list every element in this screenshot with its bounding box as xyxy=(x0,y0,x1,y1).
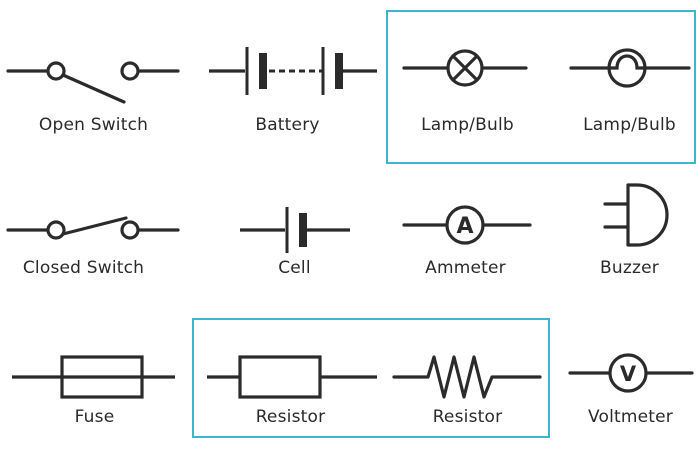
resistor-zigzag-icon xyxy=(392,355,542,399)
symbol-lamp-cross: Lamp/Bulb xyxy=(398,0,573,150)
symbol-label: Battery xyxy=(255,115,320,135)
voltmeter-letter: V xyxy=(620,362,637,386)
symbol-label: Lamp/Bulb xyxy=(421,115,514,135)
voltmeter-icon: V xyxy=(568,353,694,393)
symbol-label: Resistor xyxy=(255,407,326,427)
lamp-filament-icon xyxy=(569,48,691,88)
symbol-label: Fuse xyxy=(74,407,115,427)
symbol-cell: Cell xyxy=(205,155,380,305)
resistor-box-icon xyxy=(207,355,377,399)
symbol-label: Ammeter xyxy=(425,258,506,278)
symbol-lamp-filament: Lamp/Bulb xyxy=(565,0,700,150)
symbol-label: Cell xyxy=(278,258,311,278)
symbol-label: Open Switch xyxy=(38,115,149,135)
symbol-label: Buzzer xyxy=(600,258,659,278)
battery-icon xyxy=(209,47,377,95)
symbol-resistor-box: Resistor xyxy=(205,300,380,450)
ammeter-icon: A xyxy=(402,205,532,245)
symbol-label: Resistor xyxy=(432,407,503,427)
open-switch-icon xyxy=(6,61,180,104)
cell-icon xyxy=(240,207,350,253)
symbol-buzzer: Buzzer xyxy=(565,155,700,305)
fuse-icon xyxy=(12,355,175,399)
symbol-voltmeter: V Voltmeter xyxy=(566,300,700,450)
resistor-highlight-box xyxy=(192,318,550,438)
closed-switch-icon xyxy=(6,216,180,240)
symbol-label: Lamp/Bulb xyxy=(583,115,676,135)
lamp-highlight-box xyxy=(386,10,696,164)
symbol-resistor-zigzag: Resistor xyxy=(392,300,567,450)
symbol-battery: Battery xyxy=(205,0,380,150)
symbol-closed-switch: Closed Switch xyxy=(6,155,181,305)
symbol-label: Closed Switch xyxy=(22,258,145,278)
symbol-label: Voltmeter xyxy=(587,407,674,427)
buzzer-icon xyxy=(603,183,669,247)
ammeter-letter: A xyxy=(456,214,473,239)
lamp-cross-icon xyxy=(402,49,528,87)
symbol-open-switch: Open Switch xyxy=(6,0,181,150)
symbol-ammeter: A Ammeter xyxy=(398,155,573,305)
symbol-fuse: Fuse xyxy=(10,300,185,450)
